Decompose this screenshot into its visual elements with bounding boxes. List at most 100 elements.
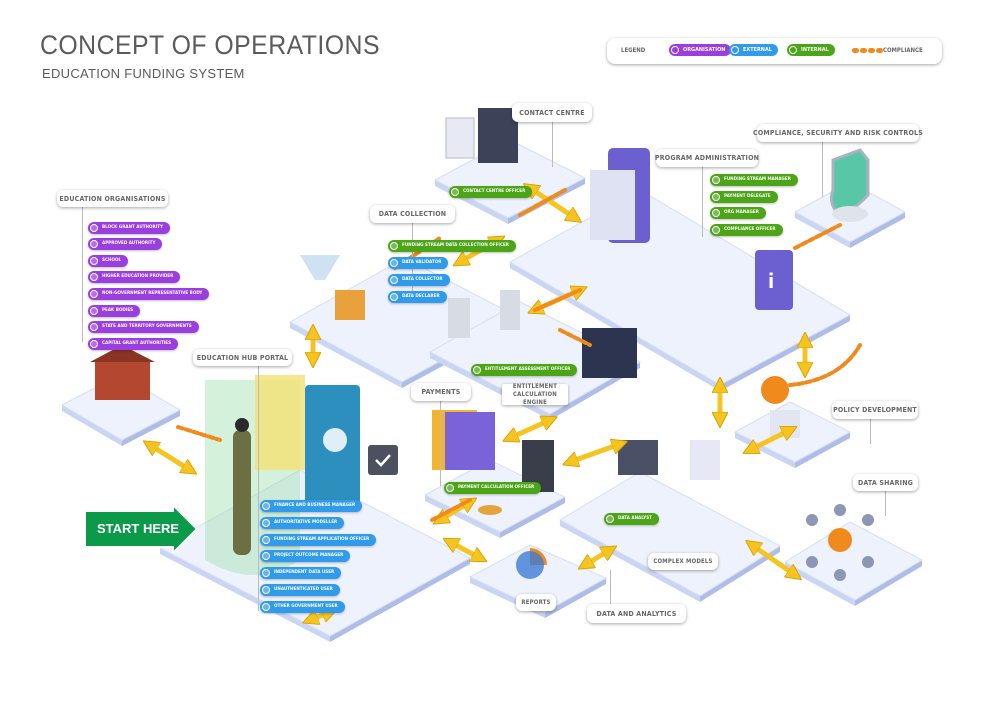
dashboard-screen — [582, 328, 637, 378]
start-here-label[interactable]: START HERE — [97, 521, 180, 536]
chart-board — [618, 440, 658, 475]
leader-line — [82, 207, 83, 342]
role-pill-label: AUTHORITATIVE MODELLER — [274, 520, 338, 525]
flow-arrow — [585, 550, 610, 565]
person-icon — [712, 226, 720, 234]
role-pill-label: COMPLIANCE OFFICER — [724, 227, 776, 232]
compliance-link — [558, 328, 592, 347]
flow-arrow — [440, 502, 470, 520]
role-pill: BLOCK GRANT AUTHORITY — [88, 222, 171, 234]
role-pill: APPROVED AUTHORITY — [88, 238, 163, 250]
role-pill-label: INDEPENDENT DATA USER — [274, 570, 335, 575]
building-icon — [90, 224, 98, 232]
info-icon: i — [768, 269, 774, 293]
monitor-screen — [478, 108, 518, 163]
person-icon — [262, 603, 270, 611]
person-icon — [446, 484, 454, 492]
role-pill-label: FUNDING STREAM DATA COLLECTION OFFICER — [402, 243, 509, 248]
person-icon — [473, 366, 481, 374]
role-pill-label: FUNDING STREAM MANAGER — [724, 177, 791, 182]
coins-icon — [478, 505, 502, 515]
platform-side — [785, 562, 855, 606]
person-icon — [262, 502, 270, 510]
page-title: CONCEPT OF OPERATIONS — [40, 30, 380, 60]
leader-line — [440, 401, 441, 486]
role-pill: SCHOOL — [88, 255, 129, 267]
platform-side — [855, 560, 922, 606]
role-pill: PROJECT OUTCOME MANAGER — [260, 550, 351, 562]
person-head — [235, 418, 249, 432]
flow-arrow — [150, 445, 190, 470]
flow-arrow — [310, 612, 330, 620]
role-pill: FINANCE AND BUSINESS MANAGER — [260, 500, 363, 512]
compliance-link — [793, 223, 842, 250]
person-icon — [606, 515, 614, 523]
role-pill-label: CAPITAL GRANT AUTHORITIES — [102, 341, 172, 346]
legend-compliance-label: COMPLIANCE — [883, 47, 923, 54]
building-icon — [90, 340, 98, 348]
person-icon — [390, 259, 398, 267]
platform-side — [160, 548, 330, 642]
role-pill-label: NON-GOVERNMENT REPRESENTATIVE BODY — [102, 291, 203, 296]
legend-title: LEGEND — [621, 47, 646, 54]
document-panel — [255, 375, 305, 470]
platform-side — [850, 212, 905, 248]
checkbox-icon — [368, 445, 398, 475]
role-pill-label: ENTITLEMENT ASSESSMENT OFFICER — [485, 367, 571, 372]
building-icon — [90, 307, 98, 315]
role-pill: ORG MANAGER — [710, 207, 766, 219]
role-pill: ENTITLEMENT ASSESSMENT OFFICER — [471, 364, 578, 376]
connected-node-icon — [862, 556, 874, 568]
label-data-collection: DATA COLLECTION — [370, 205, 455, 223]
role-pill: NON-GOVERNMENT REPRESENTATIVE BODY — [88, 288, 210, 300]
label-entitlement-calculation-engine: ENTITLEMENT CALCULATION ENGINE — [502, 383, 568, 406]
start-here-arrow[interactable] — [85, 505, 197, 553]
role-pill-label: DATA COLLECTOR — [402, 277, 443, 282]
legend-organisation-label: ORGANISATION — [683, 47, 726, 53]
person-icon — [712, 176, 720, 184]
role-pill: PEAK BODIES — [88, 305, 141, 317]
label-education-hub-portal: EDUCATION HUB PORTAL — [193, 349, 292, 366]
info-screen-icon — [755, 250, 793, 310]
label-data-and-analytics: DATA AND ANALYTICS — [587, 604, 686, 623]
role-pill: AUTHORITATIVE MODELLER — [260, 517, 345, 529]
flow-arrow — [530, 188, 575, 218]
role-pill-label: PEAK BODIES — [102, 308, 134, 313]
person-icon — [390, 276, 398, 284]
leader-line — [610, 570, 611, 610]
building-icon — [671, 46, 679, 54]
compliance-link — [533, 288, 582, 312]
role-pill-label: SCHOOL — [102, 258, 122, 263]
person-icon — [262, 536, 270, 544]
person-icon — [712, 193, 720, 201]
flow-arrow — [750, 430, 790, 450]
person-icon — [262, 586, 270, 594]
role-pill: INDEPENDENT DATA USER — [260, 567, 342, 579]
platform-top — [784, 521, 924, 601]
platform-side — [500, 497, 565, 538]
person-icon — [731, 46, 739, 54]
leader-line — [822, 142, 823, 197]
role-pill: FUNDING STREAM MANAGER — [710, 174, 798, 186]
person-icon — [262, 552, 270, 560]
label-payments: PAYMENTS — [411, 383, 471, 401]
leader-line — [870, 419, 871, 444]
funnel-icon — [300, 255, 340, 280]
person-icon — [262, 569, 270, 577]
role-pill-label: DATA VALIDATOR — [402, 260, 442, 265]
school-roof — [90, 345, 155, 362]
compliance-dashes — [852, 48, 884, 55]
leader-line — [702, 167, 703, 237]
page-subtitle: EDUCATION FUNDING SYSTEM — [42, 66, 245, 81]
platform-data-sharing — [784, 521, 924, 606]
legend-organisation: ORGANISATION — [669, 44, 732, 56]
person-icon — [712, 209, 720, 217]
role-pill: STATE AND TERRITORY GOVERNMENTS — [88, 321, 199, 333]
role-pill: CAPITAL GRANT AUTHORITIES — [88, 338, 179, 350]
server-icon — [500, 290, 520, 330]
compliance-link — [788, 343, 862, 387]
person-icon — [262, 519, 270, 527]
connected-node-icon — [834, 504, 846, 516]
flow-arrow — [510, 420, 550, 438]
leader-line — [885, 491, 886, 516]
